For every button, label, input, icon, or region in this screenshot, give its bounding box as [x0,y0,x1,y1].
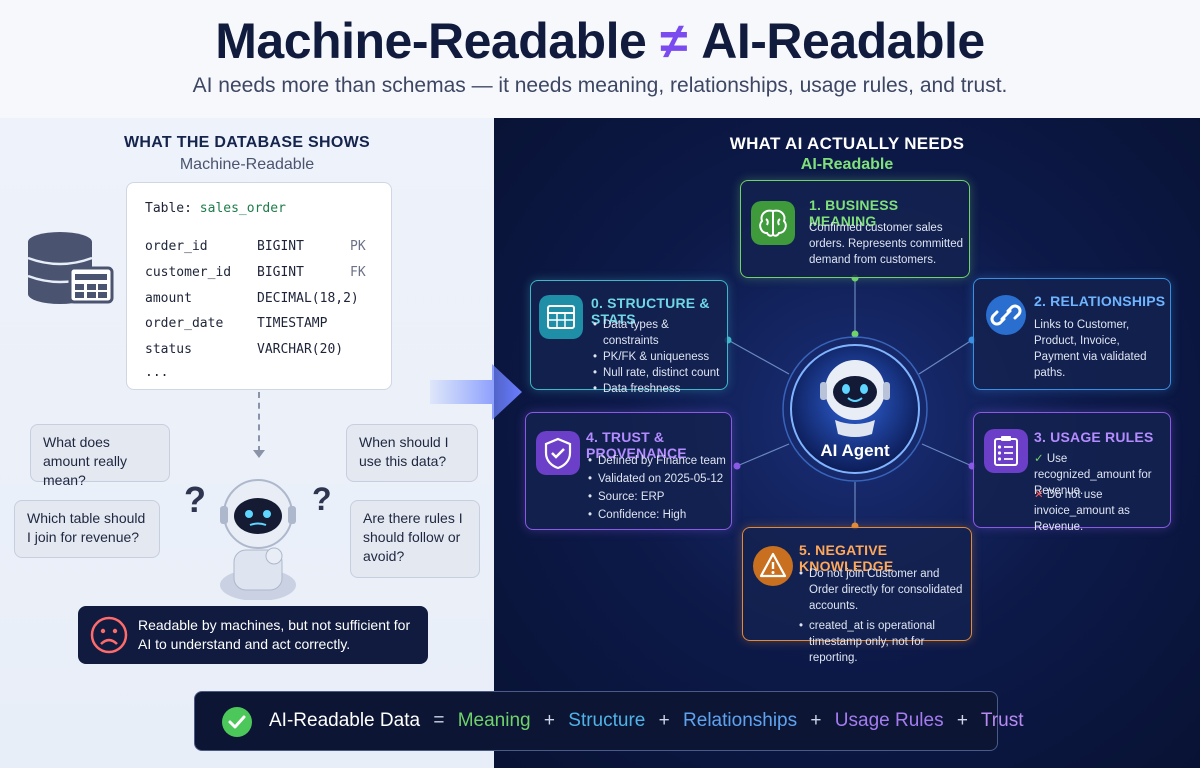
formula-term-meaning: Meaning [457,710,531,731]
right-heading: WHAT AI ACTUALLY NEEDS [729,134,965,153]
negative-knowledge-card: 5. NEGATIVE KNOWLEDGE Do not join Custom… [742,527,972,664]
question-bubble: What does amount really mean? [30,424,170,488]
relationships-card: 2. RELATIONSHIPS Links to Customer, Prod… [973,278,1171,390]
warning-icon [753,546,793,586]
header: Machine-Readable≠AI-Readable AI needs mo… [0,0,1200,118]
cross-mark-icon: ✕ [1034,489,1044,501]
sad-face-icon [90,616,128,654]
list-item: Source: ERP [588,488,728,506]
svg-text:?: ? [184,479,206,520]
title-right: AI-Readable [701,13,985,69]
relationships-title: 2. RELATIONSHIPS [1034,293,1166,309]
trust-provenance-list: Defined by Finance team Validated on 202… [588,452,728,524]
left-subheading: Machine-Readable [179,156,315,173]
svg-text:?: ? [312,481,332,517]
table-label: Table: sales_order [145,201,286,216]
list-item: created_at is operational timestamp only… [799,618,969,666]
business-meaning-text: Confirmed customer sales orders. Represe… [809,222,964,266]
confused-robot-illustration: ? ? [184,479,332,600]
usage-rule-do: ✓ Use recognized_amount for Revenue. [1034,453,1152,497]
question-bubble: Which table should I join for revenue? [14,500,160,558]
not-equal-sign: ≠ [660,13,688,69]
list-item: Data freshness [593,381,725,397]
formula-lhs: AI-Readable Data [269,710,421,731]
trust-provenance-card: 4. TRUST & PROVENANCE Defined by Finance… [525,412,732,530]
check-mark-icon: ✓ [1034,453,1044,465]
formula-term-structure: Structure [568,710,646,731]
formula-term-usage-rules: Usage Rules [834,710,944,731]
list-item: Do not join Customer and Order directly … [799,566,969,614]
list-item: Validated on 2025-05-12 [588,470,728,488]
list-item: Data types & constraints [593,317,725,349]
schema-ellipsis: ... [145,365,169,380]
formula-term-relationships: Relationships [683,710,798,731]
ai-agent-label: AI Agent [820,441,890,460]
conclusion-callout: Readable by machines, but not sufficient… [78,606,428,664]
usage-rules-card: 3. USAGE RULES ✓ Use recognized_amount f… [973,412,1171,533]
page-title: Machine-Readable≠AI-Readable [0,12,1200,70]
left-heading: WHAT THE DATABASE SHOWS [124,134,370,151]
dashed-connector-arrowhead [253,450,265,458]
dashed-connector [258,392,260,452]
list-item: Defined by Finance team [588,452,728,470]
transition-arrow [430,364,522,420]
right-subheading: AI-Readable [800,156,894,173]
formula-plus: + [810,710,822,731]
check-circle-icon [222,707,252,737]
link-icon [986,295,1026,335]
formula-equals: = [433,710,445,731]
structure-stats-card: 0. STRUCTURE & STATS Data types & constr… [530,280,728,397]
relationships-text: Links to Customer, Product, Invoice, Pay… [1034,319,1147,379]
database-icon [27,232,114,304]
shield-check-icon [536,431,580,475]
question-bubble: Are there rules I should follow or avoid… [350,500,480,578]
structure-stats-list: Data types & constraints PK/FK & uniquen… [593,317,725,397]
formula-term-trust: Trust [980,710,1024,731]
list-item: PK/FK & uniqueness [593,349,725,365]
clipboard-checklist-icon [984,429,1028,473]
brain-icon [751,201,795,245]
summary-formula-bar: AI-Readable Data = Meaning + Structure +… [194,691,1023,751]
list-item: Confidence: High [588,506,728,524]
usage-rules-title: 3. USAGE RULES [1034,429,1154,445]
page-subtitle: AI needs more than schemas — it needs me… [192,74,1008,97]
business-meaning-card: 1. BUSINESS MEANING Confirmed customer s… [740,180,970,278]
list-item: Null rate, distinct count [593,365,725,381]
negative-knowledge-list: Do not join Customer and Order directly … [799,566,969,666]
title-left: Machine-Readable [215,13,647,69]
question-bubble: When should I use this data? [346,424,478,482]
conclusion-text: Readable by machines, but not sufficient… [138,617,411,652]
formula-plus: + [658,710,670,731]
usage-rule-dont: ✕ Do not use invoice_amount as Revenue. [1034,489,1130,533]
formula-plus: + [543,710,555,731]
business-meaning-title: 1. BUSINESS MEANING [809,197,899,229]
table-name: sales_order [199,201,286,216]
ai-agent-hub [782,336,928,482]
formula-text: AI-Readable Data = Meaning + Structure +… [269,710,1023,732]
table-icon [539,295,583,339]
formula-plus: + [956,710,968,731]
